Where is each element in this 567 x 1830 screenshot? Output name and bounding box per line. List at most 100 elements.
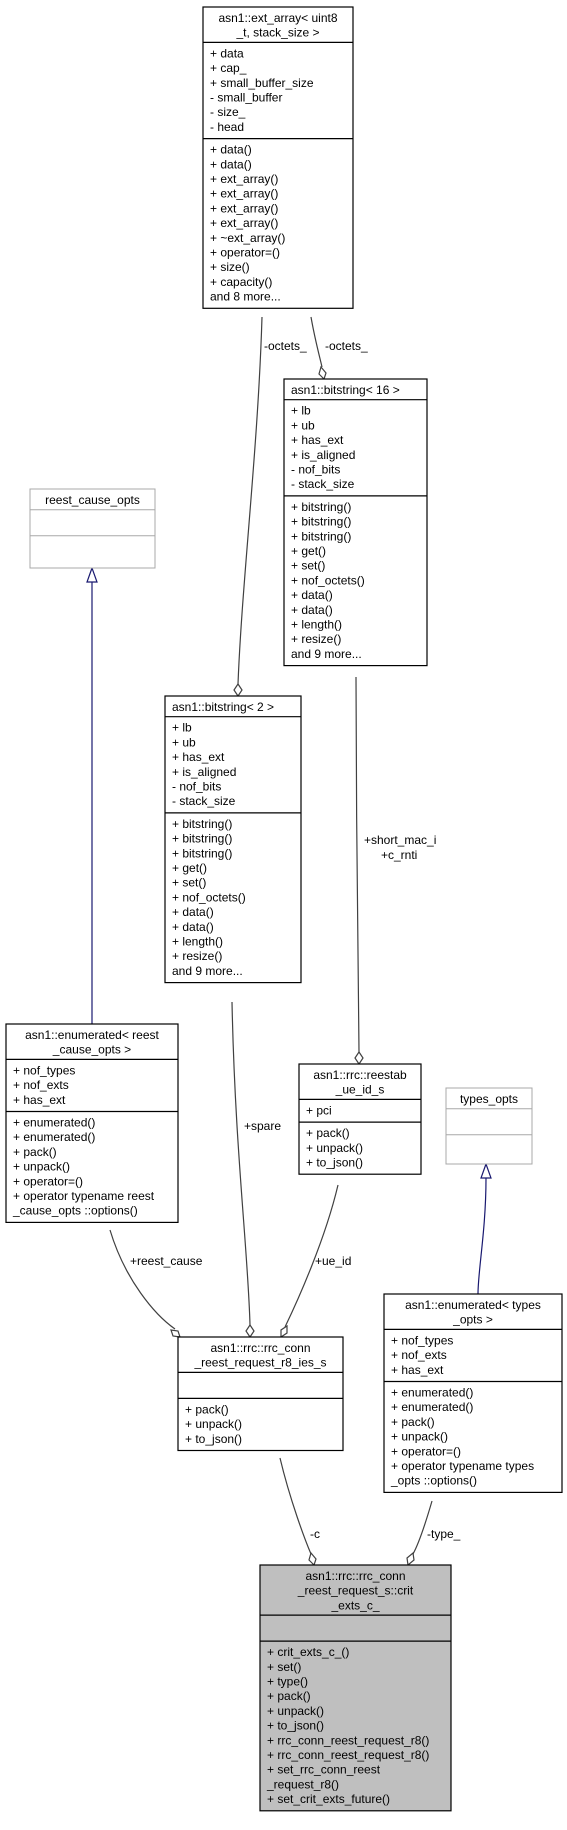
class-method: + bitstring() — [291, 500, 351, 514]
class-box-frame — [5, 1023, 179, 1223]
class-attribute: + pci — [306, 1103, 332, 1117]
class-method: + ext_array() — [210, 172, 278, 186]
aggregation-diamond-ue-id — [280, 1324, 288, 1339]
class-method: + bitstring() — [291, 529, 351, 543]
class-method: + bitstring() — [172, 832, 232, 846]
edge-ue-id — [284, 1184, 339, 1328]
class-box-frame — [298, 1063, 422, 1175]
edge-spare — [231, 1001, 251, 1326]
class-node-bitstring2[interactable]: asn1::bitstring< 2 >+ lb+ ub+ has_ext+ i… — [164, 695, 302, 984]
class-attribute: + is_aligned — [291, 448, 355, 462]
class-box-frame — [177, 1336, 344, 1452]
class-method: + set() — [172, 876, 206, 890]
class-method: + get() — [172, 861, 207, 875]
edge-inherit-types-opts — [477, 1177, 487, 1295]
edge-label-octets-right: -octets_ — [325, 339, 368, 353]
edge-label-c: -c — [310, 1527, 320, 1541]
class-attribute: + nof_types — [391, 1333, 453, 1347]
class-method: + data() — [172, 905, 214, 919]
class-method: and 9 more... — [172, 964, 243, 978]
class-title: asn1::enumerated< reest — [25, 1028, 159, 1042]
class-method: + operator typename reest — [13, 1189, 155, 1203]
class-attribute: + is_aligned — [172, 765, 236, 779]
class-method: + data() — [210, 143, 252, 157]
class-method: + bitstring() — [291, 515, 351, 529]
class-method: + set_rrc_conn_reest — [267, 1763, 381, 1777]
class-box-frame — [259, 1564, 452, 1812]
class-method: + resize() — [172, 949, 222, 963]
class-title: asn1::rrc::rrc_conn — [210, 1341, 310, 1355]
class-method: + pack() — [267, 1689, 311, 1703]
class-node-enum-types[interactable]: asn1::enumerated< types_opts >+ nof_type… — [383, 1293, 563, 1493]
class-method: + nof_octets() — [172, 890, 246, 904]
edge-label-spare: +spare — [244, 1119, 281, 1133]
class-attribute: - size_ — [210, 105, 246, 119]
class-method: + bitstring() — [172, 817, 232, 831]
class-method: _opts ::options() — [390, 1474, 477, 1488]
class-method: + unpack() — [306, 1141, 363, 1155]
class-attribute: + lb — [291, 404, 311, 418]
class-box-frame — [383, 1293, 563, 1493]
class-method: + size() — [210, 260, 250, 274]
aggregation-diamond-type — [406, 1551, 415, 1567]
class-method: + enumerated() — [391, 1386, 473, 1400]
class-method: + enumerated() — [391, 1400, 473, 1414]
class-method: + operator typename types — [391, 1459, 534, 1473]
class-method: + to_json() — [306, 1156, 363, 1170]
edge-label-type: -type_ — [427, 1527, 461, 1541]
class-attribute: + has_ext — [391, 1363, 444, 1377]
edge-short-mac-i — [355, 676, 360, 1053]
class-node-types-opts[interactable]: types_opts — [445, 1087, 533, 1165]
class-attribute: + has_ext — [172, 750, 225, 764]
class-box-frame — [283, 378, 428, 667]
class-title: _exts_c_ — [330, 1598, 379, 1612]
class-method: + ext_array() — [210, 216, 278, 230]
class-attribute: + small_buffer_size — [210, 76, 314, 90]
class-method: + resize() — [291, 632, 341, 646]
class-attribute: - head — [210, 120, 244, 134]
class-node-reest-cause-opts[interactable]: reest_cause_opts — [29, 488, 156, 569]
class-boxes: asn1::ext_array< uint8_t, stack_size >+ … — [5, 6, 563, 1812]
class-method: + enumerated() — [13, 1130, 95, 1144]
class-box-frame — [445, 1087, 533, 1165]
class-node-crit-exts[interactable]: asn1::rrc::rrc_conn_reest_request_s::cri… — [259, 1564, 452, 1812]
edge-label-ue-id: +ue_id — [315, 1254, 351, 1268]
edge-label-c-rnti: +c_rnti — [381, 848, 417, 862]
edge-octets-bitstring2 — [237, 316, 263, 685]
class-title: _reest_request_r8_ies_s — [193, 1356, 326, 1370]
class-attribute: + nof_exts — [391, 1348, 447, 1362]
inheritance-arrow-reest-cause-opts — [86, 566, 98, 583]
class-attribute: - stack_size — [291, 477, 355, 491]
class-method: + rrc_conn_reest_request_r8() — [267, 1748, 429, 1762]
class-method: + data() — [291, 588, 333, 602]
edge-type — [412, 1500, 433, 1555]
class-node-bitstring16[interactable]: asn1::bitstring< 16 >+ lb+ ub+ has_ext+ … — [283, 378, 428, 667]
class-node-reestab-ue-id[interactable]: asn1::rrc::reestab_ue_id_s+ pci+ pack()+… — [298, 1063, 422, 1175]
class-method: + unpack() — [13, 1160, 70, 1174]
class-method: + length() — [291, 618, 342, 632]
class-attribute: + cap_ — [210, 61, 247, 75]
class-method: + unpack() — [391, 1430, 448, 1444]
class-attribute: + ub — [291, 418, 315, 432]
class-node-ext-array[interactable]: asn1::ext_array< uint8_t, stack_size >+ … — [202, 6, 354, 309]
class-attribute: + nof_types — [13, 1063, 75, 1077]
class-title: types_opts — [460, 1092, 518, 1106]
class-method: + set_crit_exts_future() — [267, 1792, 390, 1806]
class-method: + operator=() — [13, 1174, 83, 1188]
class-attribute: + lb — [172, 721, 192, 735]
class-method: + set() — [291, 559, 325, 573]
class-attribute: + ub — [172, 735, 196, 749]
class-attribute: + has_ext — [13, 1093, 66, 1107]
edge-label-octets-left: -octets_ — [264, 339, 307, 353]
class-method: + pack() — [13, 1145, 57, 1159]
class-method: + bitstring() — [172, 846, 232, 860]
class-method: + nof_octets() — [291, 573, 365, 587]
class-title: reest_cause_opts — [45, 493, 140, 507]
edge-reest-cause — [109, 1229, 176, 1330]
class-node-r8-ies[interactable]: asn1::rrc::rrc_conn_reest_request_r8_ies… — [177, 1336, 344, 1452]
class-attribute: - stack_size — [172, 794, 236, 808]
class-method: and 9 more... — [291, 647, 362, 661]
class-title: asn1::enumerated< types — [405, 1298, 541, 1312]
class-node-enum-reest[interactable]: asn1::enumerated< reest_cause_opts >+ no… — [5, 1023, 179, 1223]
